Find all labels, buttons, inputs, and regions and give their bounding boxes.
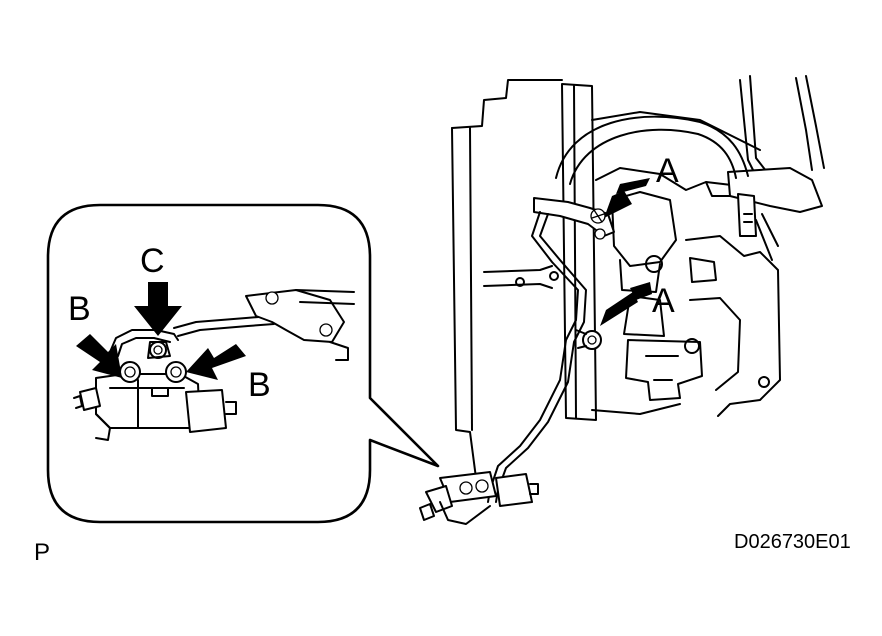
arrow-c <box>134 282 182 336</box>
brake-line <box>419 197 615 525</box>
label-a-top: A <box>656 152 679 190</box>
engine-assembly <box>451 75 825 479</box>
figure-code: D026730E01 <box>734 531 851 553</box>
arrow-a-mid <box>600 282 652 326</box>
label-b-left: B <box>68 290 91 328</box>
arrow-b-left <box>76 334 122 378</box>
label-a-mid: A <box>652 282 675 320</box>
label-c: C <box>140 242 165 280</box>
detail-callout <box>46 203 440 524</box>
arrow-a-top <box>604 178 650 218</box>
corner-mark: P <box>34 539 50 566</box>
label-b-right: B <box>248 366 271 404</box>
detail-assembly <box>73 289 355 441</box>
arrow-b-right <box>186 344 246 380</box>
